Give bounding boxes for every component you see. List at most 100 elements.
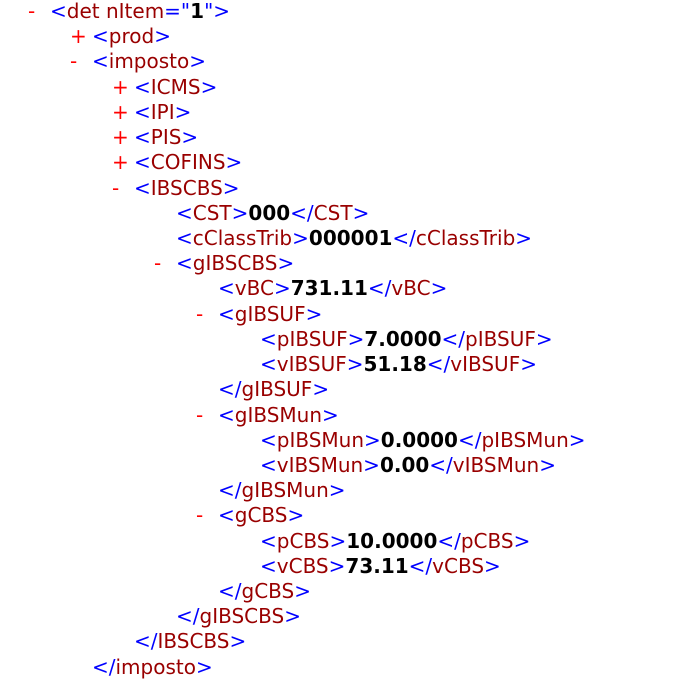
xml-line-text: </gCBS>: [218, 579, 311, 604]
tag-name: gIBSCBS: [192, 251, 278, 276]
xml-line-text: <PIS>: [134, 125, 198, 150]
tag-bracket: >: [535, 326, 553, 351]
tag-bracket: >: [292, 225, 309, 250]
tag-name: vBC: [391, 276, 431, 301]
collapse-icon[interactable]: -: [28, 0, 36, 23]
attr-eq: =": [164, 0, 191, 23]
tag-bracket: </: [218, 478, 242, 503]
tag-bracket: </: [457, 427, 482, 452]
tag-bracket: </: [176, 604, 200, 629]
tag-bracket: <: [218, 276, 235, 301]
tag-bracket: <: [134, 99, 151, 124]
xml-line-text: <CST>000</CST>: [176, 201, 369, 226]
tag-bracket: </: [290, 200, 314, 225]
tag-bracket: >: [225, 150, 243, 175]
tag-name: vIBSUF: [276, 352, 347, 377]
tag-name: imposto: [108, 49, 190, 74]
expand-icon[interactable]: +: [70, 24, 87, 49]
tag-bracket: >: [346, 352, 364, 377]
tag-bracket: >: [363, 452, 380, 477]
tag-name: vIBSMun: [452, 452, 540, 477]
tag-bracket: >: [328, 553, 346, 578]
node-value: 0.00: [379, 452, 430, 477]
tag-bracket: </: [441, 326, 466, 351]
tag-bracket: >: [294, 579, 311, 604]
collapse-icon[interactable]: -: [154, 251, 162, 276]
tag-bracket: >: [189, 49, 206, 74]
expand-icon[interactable]: +: [112, 74, 129, 99]
tag-bracket: >: [277, 251, 295, 276]
xml-line-text: </IBSCBS>: [134, 629, 246, 654]
xml-line-text: <ICMS>: [134, 75, 217, 100]
tag-bracket: <: [176, 225, 193, 250]
collapse-icon[interactable]: -: [196, 402, 204, 427]
tag-bracket: >: [312, 377, 330, 402]
tag-bracket: >: [287, 503, 305, 528]
tag-bracket: </: [392, 225, 416, 250]
node-value: 731.11: [290, 276, 368, 301]
tag-bracket: >: [430, 276, 448, 301]
tag-bracket: <: [260, 326, 277, 351]
tag-bracket: >: [229, 629, 247, 654]
tag-bracket: <: [134, 175, 151, 200]
tag-name: vCBS: [276, 553, 329, 578]
tag-bracket: <: [176, 251, 193, 276]
tag-bracket: </: [429, 452, 453, 477]
node-value: 7.0000: [364, 326, 442, 351]
tag-bracket: <: [260, 427, 277, 452]
tag-name: pIBSUF: [276, 326, 348, 351]
expand-icon[interactable]: +: [112, 99, 129, 124]
collapse-icon[interactable]: -: [112, 175, 120, 200]
xml-line-text: <pIBSMun>0.0000</pIBSMun>: [260, 428, 586, 453]
tag-name: ICMS: [150, 74, 201, 99]
tag-name: vBC: [234, 276, 274, 301]
tag-bracket: <: [260, 528, 277, 553]
xml-line-text: </gIBSCBS>: [176, 604, 301, 629]
tag-name: pIBSUF: [465, 326, 536, 351]
tag-bracket: <: [218, 402, 235, 427]
expand-icon[interactable]: +: [112, 125, 129, 150]
tag-bracket: >: [328, 478, 346, 503]
tag-bracket: >: [231, 200, 249, 225]
tag-name: IBSCBS: [150, 175, 223, 200]
tag-name: vIBSMun: [276, 452, 364, 477]
tag-bracket: </: [408, 553, 433, 578]
tag-bracket: >: [352, 200, 370, 225]
xml-line-text: <IBSCBS>: [134, 176, 240, 201]
tag-name: gCBS: [234, 503, 288, 528]
node-value: 000: [248, 200, 291, 225]
tag-bracket: >: [181, 125, 199, 150]
tag-bracket: <: [176, 200, 193, 225]
tag-bracket: >: [273, 276, 291, 301]
tag-name: imposto: [115, 654, 196, 679]
tag-bracket: <: [92, 49, 109, 74]
xml-line-text: <cClassTrib>000001</cClassTrib>: [176, 226, 532, 251]
tag-bracket: </: [437, 528, 461, 553]
attr-name: nItem: [105, 0, 165, 23]
xml-line-text: <imposto>: [92, 49, 206, 74]
tag-name: vCBS: [432, 553, 485, 578]
tag-bracket: >: [222, 175, 240, 200]
xml-line-text: <gIBSCBS>: [176, 251, 294, 276]
tag-bracket: <: [218, 503, 235, 528]
tag-name: pCBS: [460, 528, 514, 553]
xml-line-text: <det nItem="1">: [50, 0, 230, 24]
collapse-icon[interactable]: -: [70, 49, 78, 74]
xml-line-text: <vCBS>73.11</vCBS>: [260, 554, 501, 579]
tag-bracket: <: [260, 352, 277, 377]
tag-bracket: >: [284, 604, 301, 629]
tag-bracket: </: [426, 352, 451, 377]
collapse-icon[interactable]: -: [196, 301, 204, 326]
xml-line-text: </imposto>: [92, 655, 213, 680]
tag-bracket: </: [134, 629, 158, 654]
collapse-icon[interactable]: -: [196, 503, 204, 528]
tag-name: det: [66, 0, 100, 23]
tag-bracket: <: [134, 74, 151, 99]
xml-line-text: <gIBSMun>: [218, 403, 339, 428]
node-value: 73.11: [345, 553, 409, 578]
xml-line-text: <gIBSUF>: [218, 302, 322, 327]
tag-bracket: </: [92, 654, 116, 679]
tag-name: IPI: [150, 99, 175, 124]
expand-icon[interactable]: +: [112, 150, 129, 175]
tag-name: cClassTrib: [415, 225, 516, 250]
